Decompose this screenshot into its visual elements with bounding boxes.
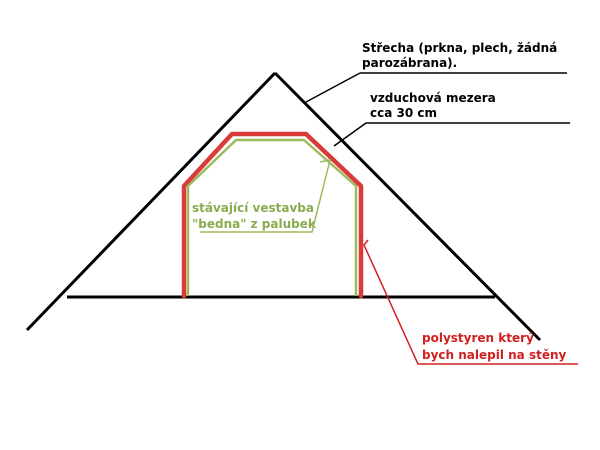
roof-left-slope — [25, 71, 277, 332]
label-existing-line1: stávající vestavba — [192, 201, 314, 215]
polystyrene-outline — [181, 131, 364, 299]
label-poly-line2: bych nalepil na stěny — [422, 348, 567, 362]
label-gap-line2: cca 30 cm — [370, 106, 437, 120]
label-roof-line1: Střecha (prkna, plech, žádná — [362, 41, 557, 55]
leader-polystyrene — [363, 239, 578, 365]
label-gap-line1: vzduchová mezera — [370, 91, 496, 105]
label-roof-line2: parozábrana). — [362, 56, 457, 70]
existing-buildin-outline — [186, 138, 358, 296]
leader-existing — [200, 159, 332, 233]
label-existing-line2: "bedna" z palubek — [192, 217, 317, 231]
roof-right-slope — [273, 71, 542, 342]
label-poly-line1: polystyren který — [422, 331, 534, 345]
leader-gap-diagonal — [333, 122, 367, 147]
leader-roof-diagonal — [305, 72, 361, 103]
